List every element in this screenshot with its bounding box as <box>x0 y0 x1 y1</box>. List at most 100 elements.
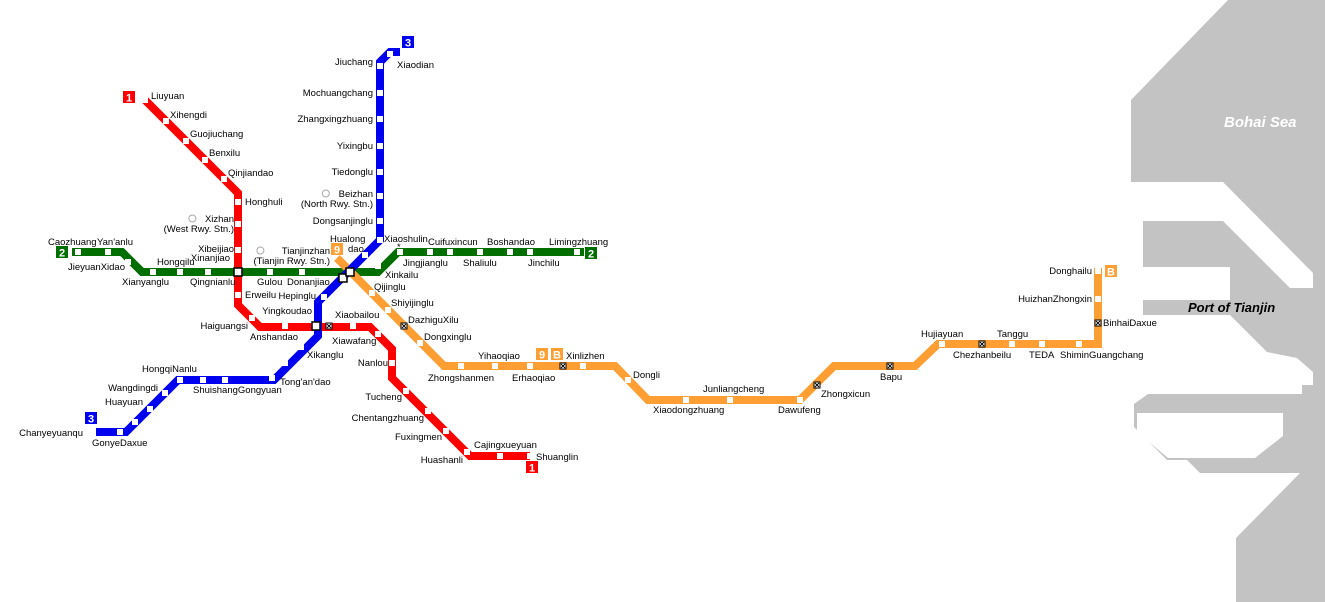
station-beizhan-marker[interactable] <box>377 193 383 199</box>
station-label-dongsanjinglu[interactable]: Dongsanjinglu <box>313 216 373 227</box>
station-dongsanjinglu-marker[interactable] <box>377 218 383 224</box>
station-shiminguangchang-marker[interactable] <box>1076 341 1082 347</box>
station-dawufeng-marker[interactable] <box>797 397 803 403</box>
station-tiedonglu-marker[interactable] <box>377 169 383 175</box>
station-tianjinzhan-marker[interactable] <box>345 267 355 277</box>
station-label-xiaodongzhuang[interactable]: Xiaodongzhuang <box>653 405 724 416</box>
station-mochuangchang-marker[interactable] <box>377 90 383 96</box>
station-gonyedaxue-marker[interactable] <box>117 429 123 435</box>
station-zhongxicun-marker[interactable] <box>813 381 821 389</box>
station-yan-anlu-marker[interactable] <box>105 249 111 255</box>
station-xiawafang-marker[interactable] <box>375 331 381 337</box>
station-chentangzhuang-marker[interactable] <box>425 408 431 414</box>
station-cajingxueyuan-marker[interactable] <box>497 453 503 459</box>
station-shaliulu-marker[interactable] <box>447 249 453 255</box>
station-erweilu-marker[interactable] <box>235 292 241 298</box>
station-honghuli-marker[interactable] <box>235 199 241 205</box>
station-label-qingnianlu[interactable]: Qingnianlu <box>190 277 235 288</box>
station-chanyeyuanqu-marker[interactable] <box>87 429 93 435</box>
station-label-xianyanglu[interactable]: Xianyanglu <box>122 277 169 288</box>
station-label-xiaoshulin[interactable]: Xiaoshulin <box>384 234 428 245</box>
line-2-badge[interactable]: 2 <box>56 246 68 260</box>
station-label-huayuan[interactable]: Huayuan <box>105 397 143 408</box>
station-xiaodian-marker[interactable] <box>387 51 393 57</box>
station-marker[interactable] <box>507 249 513 255</box>
station-label-caozhuang[interactable]: Caozhuang <box>48 237 97 248</box>
station-caozhuang-marker[interactable] <box>75 249 81 255</box>
station-bapu-marker[interactable] <box>886 362 894 370</box>
station-label-dongxinglu[interactable]: Dongxinglu <box>424 332 472 343</box>
station-dazhiguxilu-marker[interactable] <box>400 322 408 330</box>
station-label-hongqinanlu[interactable]: HongqiNanlu <box>142 364 197 375</box>
station-xiaoshulin-marker[interactable] <box>377 237 383 243</box>
station-tucheng-marker[interactable] <box>403 388 409 394</box>
station-jieyuanxidao-marker[interactable] <box>125 259 131 265</box>
line-3-badge[interactable]: 3 <box>402 36 414 50</box>
station-label-donanjiao[interactable]: Donanjiao <box>287 277 330 288</box>
station-shuishanggongyuan-marker[interactable] <box>222 377 228 383</box>
station-label-huashanli[interactable]: Huashanli <box>421 455 463 466</box>
station-marker[interactable] <box>132 419 138 425</box>
station-limingzhuang-marker[interactable] <box>574 249 580 255</box>
station-marker[interactable] <box>200 377 206 383</box>
station-guojiuchang-marker[interactable] <box>183 138 189 144</box>
station-label-jinchilu[interactable]: Jinchilu <box>528 258 560 269</box>
station-xianyanglu-marker[interactable] <box>150 269 156 275</box>
station-label-xizhan[interactable]: Xizhan <box>205 214 234 225</box>
station-huayuan-marker[interactable] <box>147 406 153 412</box>
station-marker[interactable] <box>282 360 288 366</box>
station-label-shuanglin[interactable]: Shuanglin <box>536 452 578 463</box>
station-xinkailu-marker[interactable] <box>375 263 381 269</box>
station-label-qinjiandao[interactable]: Qinjiandao <box>228 168 273 179</box>
station-liuyuan-marker[interactable] <box>142 97 148 103</box>
station-label-jieyuanxidao[interactable]: JieyuanXidao <box>68 262 125 273</box>
station-label-wangdingdi[interactable]: Wangdingdi <box>108 383 158 394</box>
station-label-boshandao[interactable]: Boshandao <box>487 237 535 248</box>
station-label-hualong[interactable]: Hualong <box>330 234 365 245</box>
station-xikanglu-marker[interactable] <box>298 344 304 350</box>
station-label-fuxingmen[interactable]: Fuxingmen <box>395 432 442 443</box>
station-xiaodongzhuang-marker[interactable] <box>683 397 689 403</box>
station-label-xihengdi[interactable]: Xihengdi <box>170 110 207 121</box>
station-label-gonyedaxue[interactable]: GonyeDaxue <box>92 438 147 449</box>
station-chezhanbeilu-marker[interactable] <box>978 340 986 348</box>
station-cuifuxincun-marker[interactable] <box>427 249 433 255</box>
station-zhongshanmen-marker[interactable] <box>458 363 464 369</box>
station-label-yihaoqiao[interactable]: Yihaoqiao <box>478 351 520 362</box>
station-label-dawufeng[interactable]: Dawufeng <box>778 405 821 416</box>
station-label-chentangzhuang[interactable]: Chentangzhuang <box>352 413 424 424</box>
station-boshandao-marker[interactable] <box>477 249 483 255</box>
station-label-hujiayuan[interactable]: Hujiayuan <box>921 329 963 340</box>
station-label-anshandao[interactable]: Anshandao <box>250 332 298 343</box>
station-label-erhaoqiao[interactable]: Erhaoqiao <box>512 373 555 384</box>
station-qingnianlu-marker[interactable] <box>205 269 211 275</box>
station-label-binhaidaxue[interactable]: BinhaiDaxue <box>1103 318 1157 329</box>
station-label-xikanglu[interactable]: Xikanglu <box>307 350 343 361</box>
station-label-tiedonglu[interactable]: Tiedonglu <box>332 167 373 178</box>
station-label-zhangxingzhuang[interactable]: Zhangxingzhuang <box>297 114 373 125</box>
station-label-liuyuan[interactable]: Liuyuan <box>151 91 184 102</box>
station-donanjiao-marker[interactable] <box>299 269 305 275</box>
station-label-tucheng[interactable]: Tucheng <box>365 392 402 403</box>
station-zhangxingzhuang-marker[interactable] <box>377 116 383 122</box>
station-xihengdi-marker[interactable] <box>163 118 169 124</box>
station-label-xiaodian[interactable]: Xiaodian <box>397 60 434 71</box>
station-label-huizhanzhongxin[interactable]: HuizhanZhongxin <box>1018 294 1092 305</box>
station-label-xiaobailou[interactable]: Xiaobailou <box>335 310 379 321</box>
station-donghailu-marker[interactable] <box>1095 268 1101 274</box>
station-label-qijinglu[interactable]: Qijinglu <box>374 282 406 293</box>
station-label-honghuli[interactable]: Honghuli <box>245 197 283 208</box>
station-yingkoudao-marker[interactable] <box>311 321 321 331</box>
station-yixingbu-marker[interactable] <box>377 143 383 149</box>
station-label-tanggu[interactable]: Tanggu <box>997 329 1028 340</box>
station-qinjiandao-marker[interactable] <box>221 176 227 182</box>
station-label-shiyijinglu[interactable]: Shiyijinglu <box>391 298 434 309</box>
station-label-yan-anlu[interactable]: Yan'anlu <box>97 237 133 248</box>
station-label-guojiuchang[interactable]: Guojiuchang <box>190 129 243 140</box>
station-label-jiuchang[interactable]: Jiuchang <box>335 57 373 68</box>
station-label-zhongxicun[interactable]: Zhongxicun <box>821 389 870 400</box>
station-gulou-marker[interactable] <box>267 269 273 275</box>
station-xinlizhen-marker[interactable] <box>559 362 567 370</box>
station-label-xibeijiao[interactable]: Xibeijiao <box>198 244 234 255</box>
station-hujiayuan-marker[interactable] <box>939 341 945 347</box>
